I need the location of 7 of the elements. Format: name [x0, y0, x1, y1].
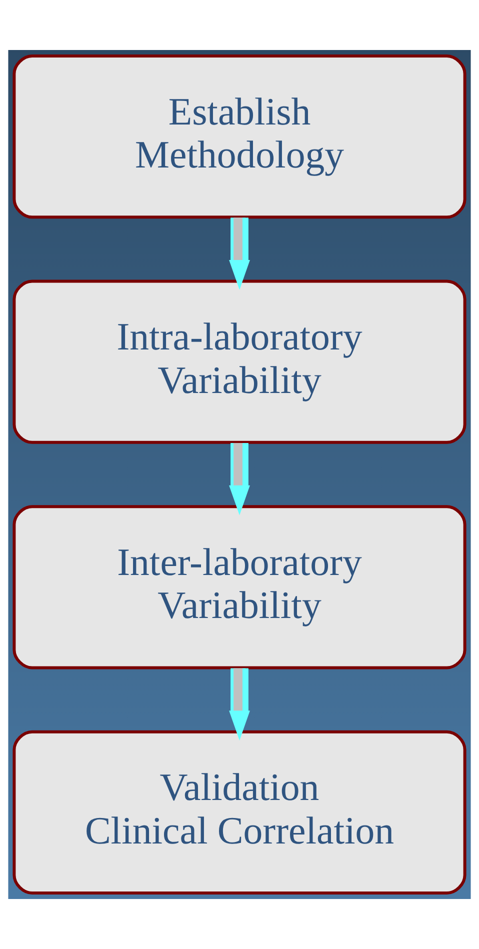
node-box: Validation Clinical Correlation — [12, 730, 466, 895]
arrow — [229, 218, 250, 290]
arrow — [229, 668, 250, 741]
node-box: Establish Methodology — [12, 54, 466, 219]
node-box: Intra-laboratory Variability — [12, 280, 466, 444]
arrow — [229, 442, 250, 516]
node-box: Inter-laboratory Variability — [12, 505, 466, 670]
